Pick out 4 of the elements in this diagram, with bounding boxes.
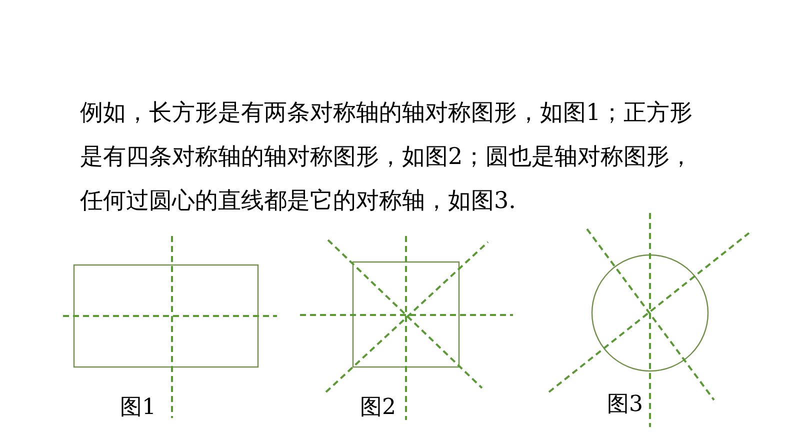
figure-caption: 图1 (120, 395, 156, 421)
figure-caption: 图3 (607, 392, 643, 418)
figure-caption: 图2 (360, 395, 396, 421)
paragraph: 例如，长方形是有两条对称轴的轴对称图形，如图1；正方形是有四条对称轴的轴对称图形，如图2；圆也是轴对称图形，任何过圆心的直线都是它的对称轴，如图3. (80, 99, 694, 216)
